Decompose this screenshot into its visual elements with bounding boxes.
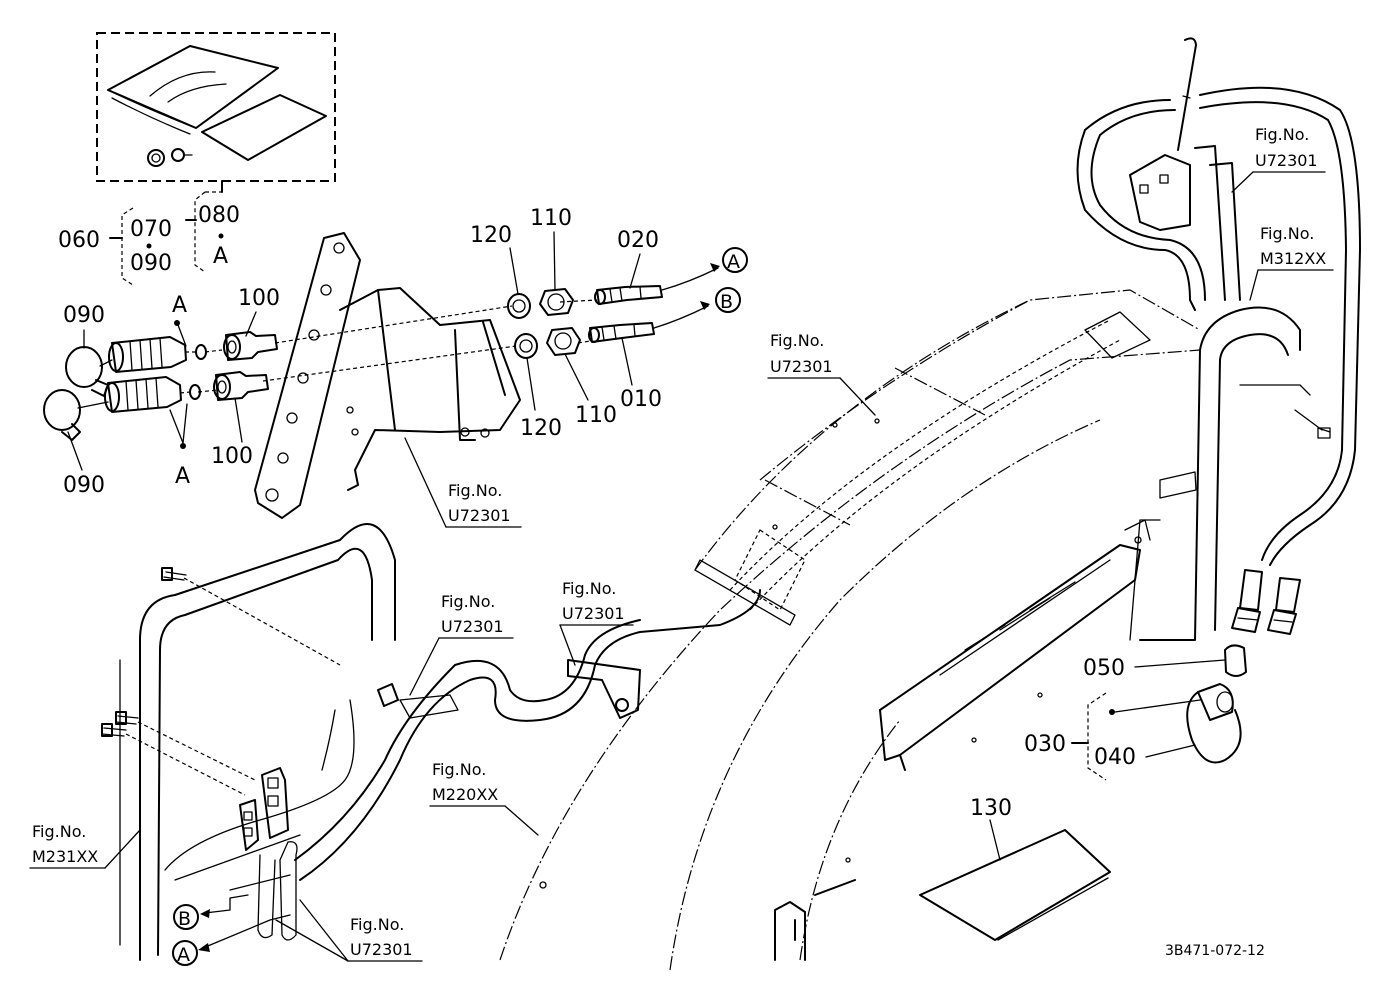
- fig-title: Fig.No.: [432, 760, 486, 779]
- label-070: 070: [130, 217, 172, 242]
- fig-title: Fig.No.: [770, 331, 824, 350]
- nut-110-top: [539, 288, 574, 316]
- fig-code: M231XX: [32, 847, 98, 866]
- kit-sheet-icon: [201, 94, 327, 161]
- label-080: 080: [198, 203, 240, 228]
- hose-loop: [1076, 86, 1361, 566]
- label-ref-a-bottom: A: [175, 464, 190, 489]
- hoses: [229, 589, 761, 891]
- fig-ref-m220xx: Fig.No. M220XX: [429, 760, 539, 836]
- washer-120-bottom: [514, 333, 538, 359]
- label-110-bottom: 110: [575, 403, 617, 428]
- dust-cap-090-bottom: [43, 389, 109, 441]
- mirror-bracket: [1129, 37, 1241, 301]
- label-100-top: 100: [238, 286, 280, 311]
- kit-bag-icon: [107, 45, 279, 129]
- label-120-top: 120: [470, 223, 512, 248]
- circle-a-bottom: [172, 940, 198, 966]
- circle-a-top-label: A: [727, 251, 740, 273]
- fender: [499, 289, 1201, 971]
- circle-b-top-label: B: [720, 291, 733, 313]
- coupler-bracket: [339, 287, 521, 491]
- fig-title: Fig.No.: [448, 481, 502, 500]
- circle-b-bottom: [173, 904, 199, 930]
- fig-ref-u72301-bracket: Fig.No. U72301: [404, 437, 522, 528]
- fig-code: M312XX: [1260, 249, 1326, 268]
- fig-ref-m312xx: Fig.No. M312XX: [1249, 224, 1334, 301]
- label-060: 060: [58, 228, 100, 253]
- label-030: 030: [1024, 732, 1066, 757]
- female-coupler-bottom: [104, 376, 182, 413]
- fig-code: M220XX: [432, 785, 498, 804]
- circle-b-top: [715, 287, 741, 313]
- nut-110-bottom: [546, 327, 581, 356]
- label-120-bottom: 120: [520, 416, 562, 441]
- circle-a-top: [722, 247, 748, 273]
- label-ref-a-kit: A: [213, 244, 228, 269]
- fig-ref-u72301-hose: Fig.No. U72301: [409, 592, 514, 696]
- fig-code: U72301: [350, 940, 413, 959]
- female-coupler-top: [108, 336, 187, 373]
- sheet-130: [919, 829, 1111, 941]
- kit-oring-icon: [171, 148, 185, 162]
- oring-bottom: [189, 384, 201, 400]
- fig-ref-u72301-clip: Fig.No. U72301: [559, 579, 634, 666]
- kit-dashed-box: [96, 32, 336, 182]
- fig-code: U72301: [441, 617, 504, 636]
- label-100-bottom: 100: [211, 444, 253, 469]
- rops-post: [1129, 306, 1331, 641]
- oring-top: [195, 344, 207, 360]
- mounting-plate: [254, 232, 361, 519]
- label-090-kit: 090: [130, 251, 172, 276]
- fig-ref-u72301-clamp: Fig.No. U72301: [275, 899, 423, 962]
- dot-030: [1109, 709, 1115, 715]
- fig-title: Fig.No.: [1255, 125, 1309, 144]
- adapter-100-top: [223, 331, 278, 361]
- label-ref-a-top: A: [172, 293, 187, 318]
- drawing-code: 3B471-072-12: [1165, 943, 1265, 959]
- lower-bracket: [774, 879, 856, 961]
- circle-a-bottom-label: A: [177, 944, 190, 966]
- fig-ref-u72301-topright: Fig.No. U72301: [1231, 125, 1326, 193]
- fig-code: U72301: [770, 357, 833, 376]
- hose-clamp-brackets: [239, 767, 298, 941]
- fig-ref-m231xx: Fig.No. M231XX: [29, 822, 141, 869]
- dot-070-090: [146, 243, 152, 249]
- bolt-set: [101, 567, 187, 737]
- kit-ring-icon: [147, 149, 165, 167]
- rops-frame: [119, 523, 396, 961]
- fig-title: Fig.No.: [562, 579, 616, 598]
- label-040: 040: [1094, 745, 1136, 770]
- label-130: 130: [970, 796, 1012, 821]
- fig-title: Fig.No.: [441, 592, 495, 611]
- right-couplers: [1186, 569, 1301, 764]
- fig-code: U72301: [562, 604, 625, 623]
- label-010: 010: [620, 387, 662, 412]
- fig-title: Fig.No.: [32, 822, 86, 841]
- fig-title: Fig.No.: [1260, 224, 1314, 243]
- label-090-bottom: 090: [63, 473, 105, 498]
- dust-cap-090-top: [65, 346, 113, 397]
- washer-120-top: [507, 293, 531, 319]
- label-090-top: 090: [63, 303, 105, 328]
- fig-code: U72301: [448, 506, 511, 525]
- circle-b-bottom-label: B: [178, 908, 191, 930]
- label-020: 020: [617, 228, 659, 253]
- coupler-020: [594, 285, 663, 305]
- bracket-030: [1087, 692, 1107, 781]
- label-110-top: 110: [530, 206, 572, 231]
- dot-080: [218, 233, 224, 239]
- fig-title: Fig.No.: [350, 915, 404, 934]
- kit-callout-brackets: [109, 191, 222, 286]
- fig-code: U72301: [1255, 151, 1318, 170]
- side-rail: [879, 519, 1151, 771]
- label-050: 050: [1083, 656, 1125, 681]
- coupler-010: [588, 322, 655, 343]
- fig-ref-u72301-fender: Fig.No. U72301: [767, 331, 876, 416]
- adapter-100-bottom: [213, 371, 269, 401]
- kit-box: [96, 32, 336, 193]
